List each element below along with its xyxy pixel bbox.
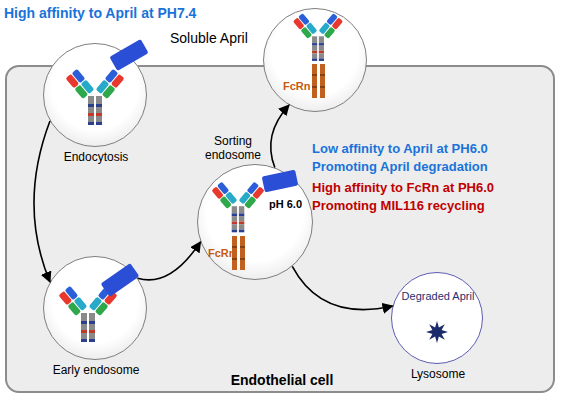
flow-arrow: [34, 121, 50, 282]
note-text: High affinity to FcRn at PH6.0: [312, 179, 494, 196]
april-protein: [101, 263, 140, 297]
antibody: [293, 13, 343, 61]
receptor-label: FcRn: [283, 79, 317, 93]
flow-arrow: [138, 242, 201, 280]
note-text: Low affinity to April at PH6.0: [312, 140, 488, 157]
recycling-vesicle: FcRn: [263, 8, 367, 112]
note-text: Promoting MIL116 recycling: [312, 197, 485, 214]
antibody: [211, 182, 264, 233]
cell-box: Endothelial cellEndocytosisFcRnSorting e…: [5, 65, 555, 393]
degraded-label: Degraded April: [388, 289, 488, 303]
endosome-label: Sorting endosome: [194, 134, 272, 162]
sorting-endosome: Sorting endosomepH 6.0FcRn: [197, 164, 313, 280]
fcrn-receptor: [312, 64, 325, 98]
note-text: Promoting April degradation: [312, 158, 488, 175]
antibody: [65, 69, 124, 125]
protein-label: Soluble April: [170, 30, 248, 47]
endosome-label: Early endosome: [24, 363, 168, 377]
cell-label: Endothelial cell: [152, 372, 412, 388]
april-protein: [262, 170, 299, 193]
lysosome: LysosomeDegraded April: [391, 272, 483, 364]
heading-note: High affinity to April at PH7.4: [4, 5, 196, 22]
vesicle-label: Endocytosis: [24, 150, 168, 164]
antibody: [58, 286, 117, 342]
endocytosis-vesicle: Endocytosis: [43, 43, 147, 147]
fcrn-receptor: [232, 236, 245, 270]
receptor-label: FcRn: [208, 246, 238, 260]
ph-label: pH 6.0: [269, 197, 314, 211]
flow-arrow: [292, 266, 392, 309]
flow-arrow: [271, 105, 289, 167]
april-protein: [109, 39, 148, 71]
lysosome-label: Lysosome: [372, 367, 504, 381]
degraded-april-burst: [426, 321, 448, 343]
early-endosome: Early endosome: [43, 256, 147, 360]
